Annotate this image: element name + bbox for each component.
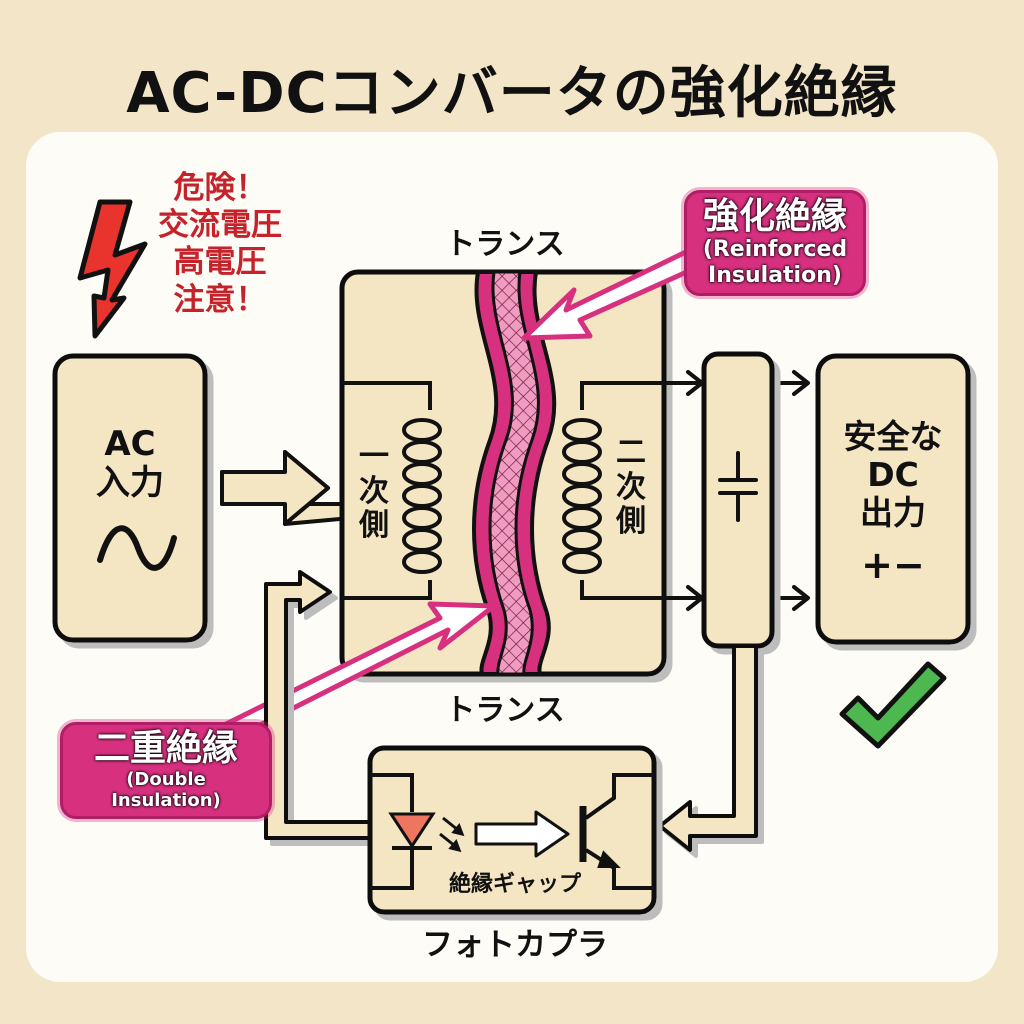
- dc-label-line2: DC: [867, 454, 919, 494]
- secondary-coil-icon: [562, 418, 602, 574]
- primary-char: 一: [359, 439, 389, 474]
- dc-output-label: 安全な DC 出力 +−: [818, 418, 968, 588]
- secondary-char: 二: [616, 435, 646, 470]
- warning-line: 高電圧: [173, 244, 267, 281]
- primary-char: 側: [359, 508, 389, 543]
- warning-line: 注意！: [173, 281, 267, 318]
- warning-line: 危険！: [173, 170, 267, 206]
- sine-wave-icon: [97, 525, 177, 571]
- light-transfer-arrow: [474, 810, 570, 858]
- transformer-label-bottom: トランス: [445, 693, 565, 728]
- page-title: AC-DCコンバータの強化絶縁: [126, 61, 898, 126]
- isolation-gap-label: 絶縁ギャップ: [448, 872, 581, 897]
- ac-input-label: AC 入力: [55, 424, 205, 504]
- capacitor-icon: [718, 451, 758, 522]
- transformer-label-top: トランス: [445, 227, 565, 262]
- light-emission-icon: [439, 816, 465, 853]
- reinforced-insulation-barrier: [472, 270, 557, 676]
- double-insulation-callout: 二重絶縁 (Double Insulation): [60, 722, 272, 819]
- high-voltage-warning: 危険！ 交流電圧 高電圧 注意！: [150, 170, 290, 319]
- led-icon: [388, 812, 436, 850]
- dc-output-box: [815, 353, 971, 645]
- double-jp-label: 二重絶縁: [93, 728, 238, 769]
- dc-label-line1: 安全な: [843, 417, 943, 456]
- secondary-side-label: 二 次 側: [614, 435, 648, 540]
- optocoupler-label: フォトカプラ: [422, 927, 608, 963]
- ac-label-line1: AC: [104, 424, 156, 464]
- feedback-arrow-to-optocoupler: [658, 644, 758, 852]
- polarity-symbol: +−: [861, 542, 925, 587]
- secondary-char: 次: [616, 469, 646, 505]
- ac-input-box: [52, 353, 208, 643]
- lightning-bolt-icon: [77, 199, 148, 339]
- reinforced-jp-label: 強化絶縁: [702, 196, 847, 237]
- primary-side-label: 一 次 側: [357, 439, 391, 544]
- reinforced-en-label-2: Insulation): [708, 262, 842, 288]
- primary-char: 次: [359, 473, 389, 509]
- double-pointer-arrow: [219, 601, 497, 743]
- phototransistor-icon: [579, 773, 654, 890]
- double-en-label: (Double Insulation): [111, 768, 221, 812]
- warning-line: 交流電圧: [158, 207, 282, 244]
- dc-label-line3: 出力: [860, 492, 926, 532]
- secondary-char: 側: [616, 504, 646, 539]
- ac-label-line2: 入力: [96, 463, 164, 504]
- reinforced-pointer-arrow: [521, 247, 703, 341]
- checkmark-icon: [839, 661, 947, 749]
- reinforced-en-label-1: (Reinforced: [702, 236, 848, 262]
- reinforced-insulation-callout: 強化絶縁 (Reinforced Insulation): [684, 190, 866, 297]
- primary-coil-icon: [402, 418, 442, 574]
